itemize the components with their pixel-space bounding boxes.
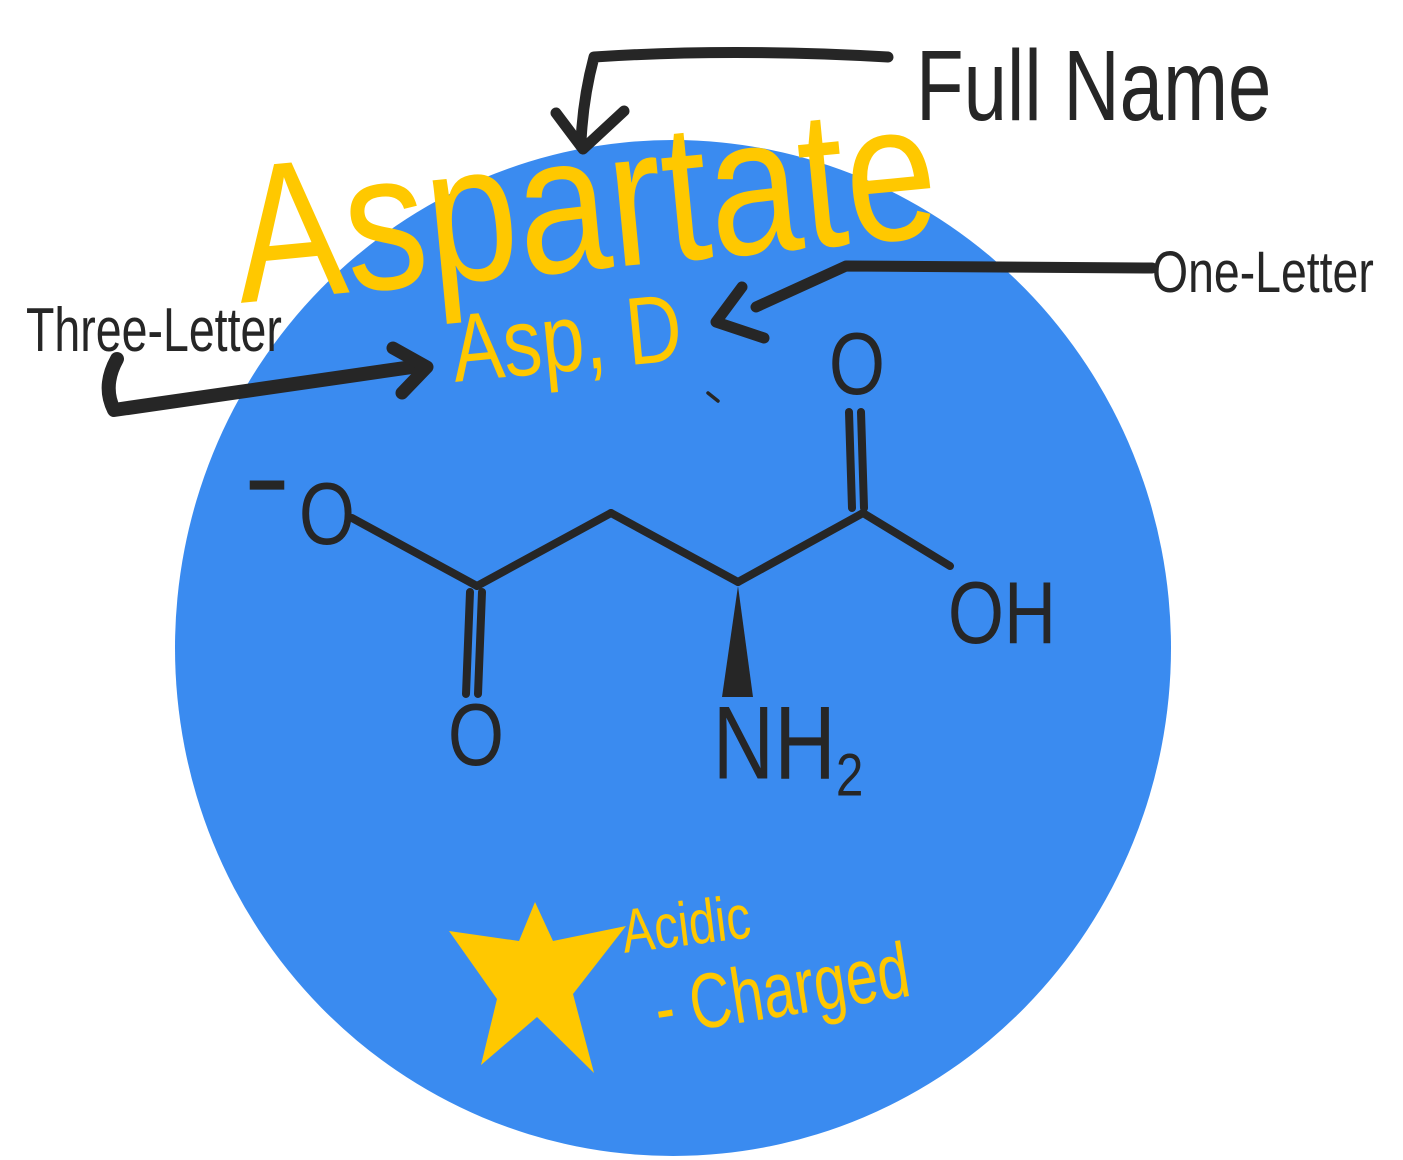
stray-pen-mark xyxy=(706,391,720,403)
three-letter-arrow xyxy=(101,352,426,417)
amine-group-label: NH2 xyxy=(713,691,864,804)
blue-circle-background xyxy=(175,140,1171,1156)
one-letter-arrowhead-icon xyxy=(710,281,770,344)
bond-carboxylate-o-c1 xyxy=(348,514,481,590)
full-name-annotation-label: Full Name xyxy=(916,30,1272,142)
carboxylate-oxygen-label: O xyxy=(298,464,356,563)
amine-subscript: 2 xyxy=(835,740,864,809)
full-name-arrow xyxy=(575,47,894,148)
wedge-bond xyxy=(722,586,753,697)
one-letter-arrow xyxy=(750,260,1158,313)
amino-acid-abbreviations: Asp, D xyxy=(446,274,687,403)
one-letter-annotation-label: One-Letter xyxy=(1152,240,1374,305)
full-name-arrowhead-icon xyxy=(550,105,630,155)
bond-c1-ch2 xyxy=(473,509,615,590)
bond-c1-double-o-b xyxy=(474,588,486,698)
negative-charge-sign: − xyxy=(246,437,288,531)
bond-c2-double-o-b xyxy=(857,408,868,512)
star-icon xyxy=(449,902,626,1073)
carbonyl-oxygen-left-label: O xyxy=(447,685,505,784)
three-letter-arrowhead-icon xyxy=(386,341,434,400)
bond-c1-double-o-a xyxy=(462,588,474,698)
bond-calpha-c2 xyxy=(734,509,867,586)
carbonyl-oxygen-right-label: O xyxy=(828,314,886,413)
bond-ch2-calpha xyxy=(607,509,742,586)
three-letter-annotation-label: Three-Letter xyxy=(26,296,282,365)
hydroxyl-group-label: OH xyxy=(947,563,1057,662)
bond-c2-double-o-a xyxy=(845,408,856,512)
amine-letters: NH xyxy=(712,685,836,802)
bond-c2-oh xyxy=(859,509,954,570)
